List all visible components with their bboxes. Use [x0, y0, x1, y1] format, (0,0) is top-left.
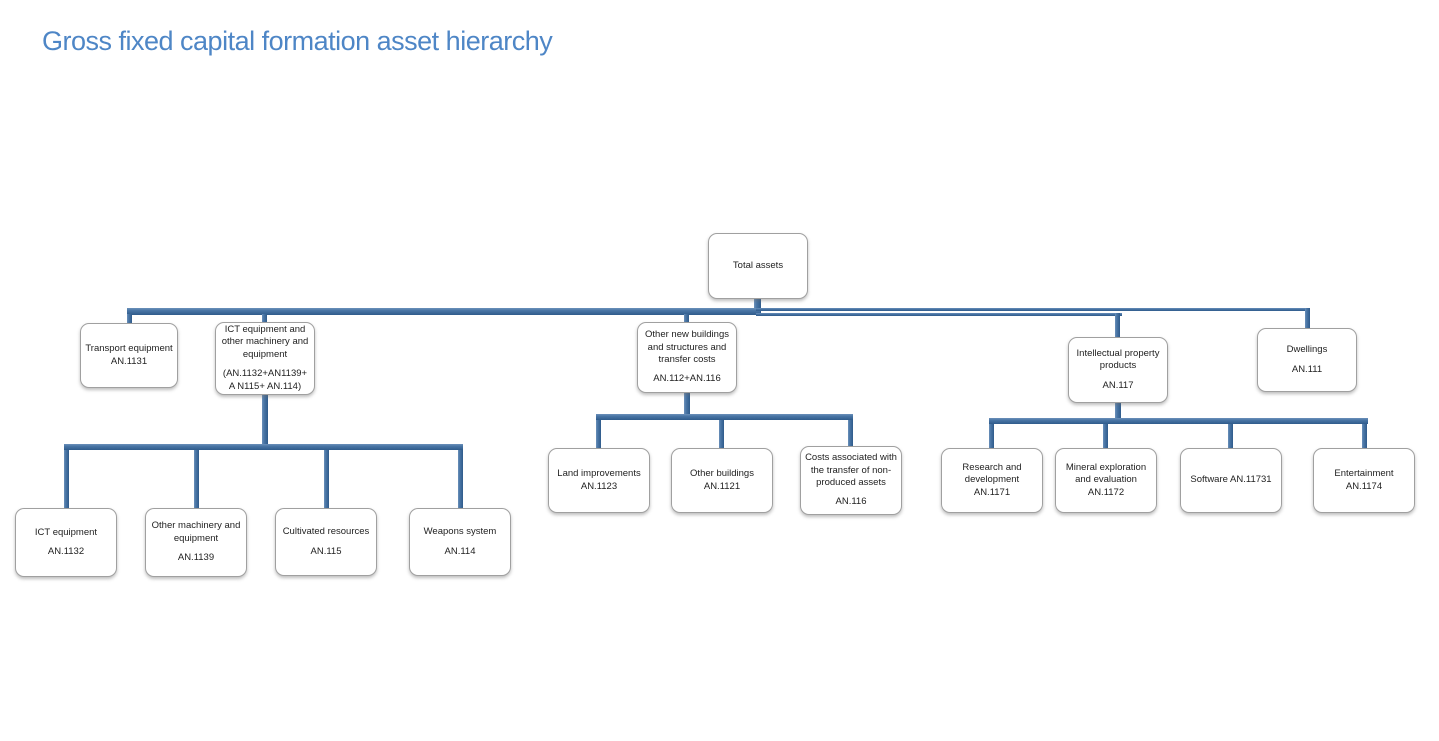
node-label: Intellectual property products [1076, 347, 1160, 372]
node-label: Other new buildings and structures and t… [645, 329, 729, 365]
node-code: AN.112+AN.116 [653, 373, 721, 385]
node-software: Software AN.11731 [1180, 448, 1282, 513]
node-ict-equipment: ICT equipment AN.1132 [15, 508, 117, 577]
connector-to-ict-group [262, 314, 267, 323]
node-code: AN.114 [444, 545, 476, 557]
node-code: AN.1174 [1345, 480, 1383, 492]
connector-trunk-right-top [756, 308, 1310, 311]
node-total-assets: Total assets [708, 233, 808, 299]
connector-bld-down [684, 393, 690, 417]
node-code: AN.1139 [177, 552, 215, 564]
connector-to-ict-equipment [64, 450, 69, 508]
node-label: Entertainment [1334, 468, 1394, 480]
page-title: Gross fixed capital formation asset hier… [42, 26, 553, 56]
node-label: Mineral exploration and evaluation [1065, 461, 1147, 486]
node-weapons-system: Weapons system AN.114 [409, 508, 511, 576]
connector-ip-down [1115, 403, 1121, 421]
node-other-machinery: Other machinery and equipment AN.1139 [145, 508, 247, 577]
connector-to-dwellings [1305, 308, 1310, 329]
node-label: Transport equipment [85, 343, 173, 355]
connector-ict-bar [64, 444, 463, 450]
connector-to-costs [848, 420, 853, 446]
node-label: Cultivated resources [282, 526, 370, 538]
node-code: AN.117 [1102, 379, 1134, 391]
node-transfer-costs: Costs associated with the transfer of no… [800, 446, 902, 515]
node-code: AN.116 [835, 496, 867, 508]
node-code: (AN.1132+AN1139+A N115+ AN.114) [222, 368, 308, 392]
node-code: AN.1131 [110, 355, 148, 367]
node-entertainment: Entertainment AN.1174 [1313, 448, 1415, 513]
node-intellectual-property: Intellectual property products AN.117 [1068, 337, 1168, 403]
connector-bld-bar [596, 414, 853, 420]
connector-to-land [596, 420, 601, 448]
node-other-buildings: Other buildings AN.1121 [671, 448, 773, 513]
node-code: AN.1171 [973, 486, 1011, 498]
connector-ict-down [262, 395, 268, 447]
node-label: Other buildings [690, 468, 754, 480]
node-code: AN.111 [1291, 363, 1323, 375]
connector-to-transport [127, 314, 132, 324]
connector-total-stub [754, 299, 761, 315]
node-code: AN.1172 [1087, 486, 1125, 498]
connector-to-ip [1115, 313, 1120, 338]
node-land-improvements: Land improvements AN.1123 [548, 448, 650, 513]
connector-to-software [1228, 424, 1233, 448]
node-label: ICT equipment [34, 526, 98, 538]
connector-to-weapons [458, 450, 463, 508]
node-transport-equipment: Transport equipment AN.1131 [80, 323, 178, 388]
node-label: ICT equipment and other machinery and eq… [221, 324, 309, 360]
connector-trunk-left [127, 308, 760, 315]
connector-to-buildings [684, 314, 689, 323]
connector-to-cultivated [324, 450, 329, 508]
connector-to-entertainment [1362, 424, 1367, 448]
node-research-development: Research and development AN.1171 [941, 448, 1043, 513]
node-label: Software AN.11731 [1190, 474, 1272, 486]
connector-to-mineral [1103, 424, 1108, 448]
node-mineral-exploration: Mineral exploration and evaluation AN.11… [1055, 448, 1157, 513]
node-cultivated-resources: Cultivated resources AN.115 [275, 508, 377, 576]
node-other-new-buildings: Other new buildings and structures and t… [637, 322, 737, 393]
connector-ip-bar [989, 418, 1368, 424]
node-ict-machinery-group: ICT equipment and other machinery and eq… [215, 322, 315, 395]
node-label: Costs associated with the transfer of no… [805, 452, 897, 488]
connector-to-other-bld [719, 420, 724, 448]
node-code: AN.1121 [703, 480, 741, 492]
node-code: AN.115 [310, 545, 342, 557]
node-label: Total assets [732, 259, 784, 271]
node-code: AN.1132 [47, 546, 85, 557]
node-code: AN.1123 [580, 480, 618, 492]
node-label: Research and development [962, 461, 1022, 486]
connector-trunk-right-low [756, 313, 1122, 316]
node-dwellings: Dwellings AN.111 [1257, 328, 1357, 392]
node-label: Other machinery and equipment [151, 520, 241, 544]
connector-to-other-mach [194, 450, 199, 508]
node-label: Land improvements [557, 468, 641, 480]
connector-to-rnd [989, 424, 994, 448]
node-label: Weapons system [423, 526, 497, 538]
node-label: Dwellings [1286, 344, 1328, 356]
